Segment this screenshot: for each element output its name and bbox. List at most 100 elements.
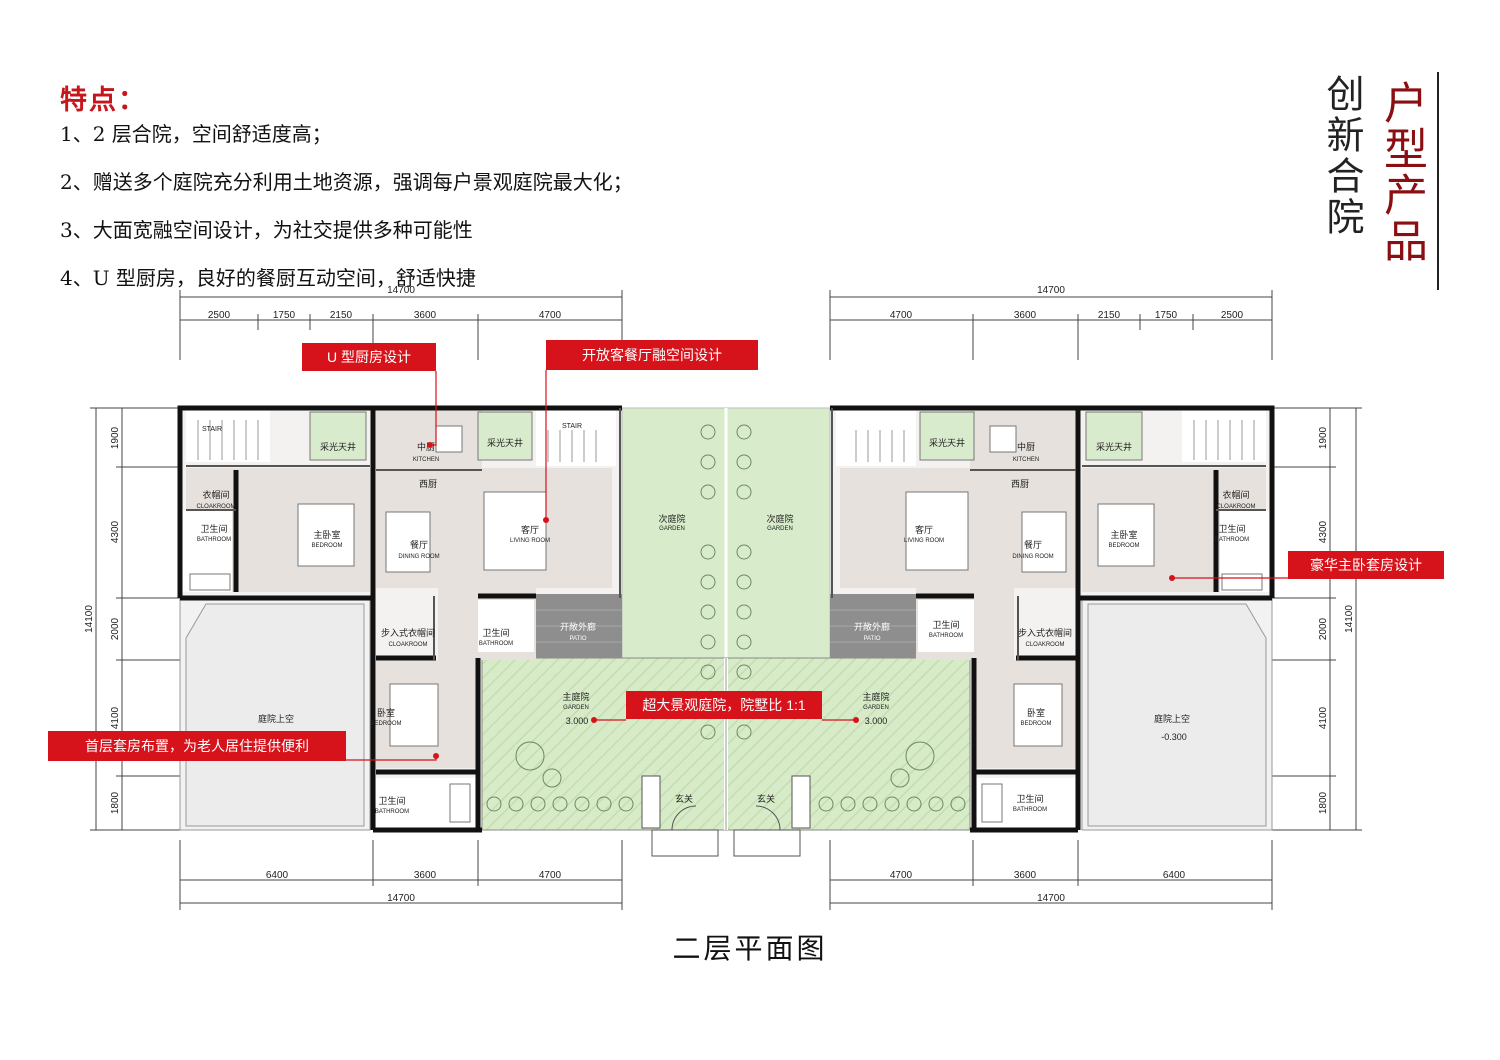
callout-living: 开放客餐厅融空间设计 xyxy=(543,340,758,523)
dim-top-right-1: 4700 xyxy=(890,310,913,321)
label-skylight-3: 采光天井 xyxy=(929,437,965,448)
label-living-left: 客厅 xyxy=(521,524,539,535)
label-secondary-garden-right: 次庭院 xyxy=(766,513,793,524)
entrances xyxy=(641,775,811,857)
dim-bottom-left-3: 4700 xyxy=(539,870,562,881)
dim-top-left-5: 4700 xyxy=(539,310,562,321)
furniture xyxy=(189,425,1263,823)
dim-top-left-3: 2150 xyxy=(330,310,353,321)
label-main-garden-left: 主庭院 xyxy=(562,691,589,702)
void-right xyxy=(1081,597,1273,831)
dim-bottom-right-3: 6400 xyxy=(1163,870,1186,881)
callout-elderly-text: 首层套房布置，为老人居住提供便利 xyxy=(85,738,309,754)
dim-top-total-right: 14700 xyxy=(1037,285,1065,296)
label-living-right: 客厅 xyxy=(915,524,933,535)
label-cloakroom-left: 衣帽间 xyxy=(202,489,229,500)
label-bathroom-en-1: BATHROOM xyxy=(197,537,231,543)
features-heading: 特点： xyxy=(60,85,147,116)
label-bedroom-right: 卧室 xyxy=(1027,707,1045,718)
dim-side-left-total: 14100 xyxy=(84,605,95,633)
dim-side-right-3: 2000 xyxy=(1318,617,1329,640)
callouts: U 型厨房设计 开放客餐厅融空间设计 豪华主卧套房设计 超大景观庭院，院墅比 1… xyxy=(48,340,1444,761)
dim-side-left-5: 1800 xyxy=(110,791,121,814)
label-kitchen-en-left: KITCHEN xyxy=(413,457,439,463)
label-master-right: 主卧室 xyxy=(1110,529,1137,540)
feature-item-3: 3、大面宽融空间设计，为社交提供多种可能性 xyxy=(60,218,473,242)
label-bathroom-6: 卫生间 xyxy=(1016,793,1043,804)
label-stair-2: STAIR xyxy=(562,423,582,430)
label-void-left: 庭院上空 xyxy=(258,713,294,724)
plan-caption: 二层平面图 xyxy=(672,932,828,965)
callout-elderly: 首层套房布置，为老人居住提供便利 xyxy=(48,731,439,761)
dim-top-left-2: 1750 xyxy=(273,310,296,321)
feature-item-1: 1、2 层合院，空间舒适度高； xyxy=(60,122,332,146)
dim-top-right-5: 2500 xyxy=(1221,310,1244,321)
dim-bottom-left-1: 6400 xyxy=(266,870,289,881)
label-skylight-1: 采光天井 xyxy=(320,441,356,452)
label-bedroom-en-right: BEDROOM xyxy=(1020,721,1051,727)
dim-side-left-4: 4100 xyxy=(110,706,121,729)
label-bedroom-en-left: BEDROOM xyxy=(370,721,401,727)
label-bathroom-en-3: BATHROOM xyxy=(479,641,513,647)
label-secondary-garden-en-left: GARDEN xyxy=(659,526,685,532)
callout-garden-text: 超大景观庭院，院墅比 1:1 xyxy=(642,697,806,713)
feature-item-2: 2、赠送多个庭院充分利用土地资源，强调每户景观庭院最大化； xyxy=(60,170,633,194)
subtitle-vertical: 创新合院 xyxy=(1320,74,1364,238)
label-walkin-en-left: CLOAKROOM xyxy=(388,642,427,648)
label-walkin-right: 步入式衣帽间 xyxy=(1018,627,1072,638)
label-bathroom-en-4: BATHROOM xyxy=(929,633,963,639)
label-bathroom-en-2: BATHROOM xyxy=(1215,537,1249,543)
label-bathroom-en-5: BATHROOM xyxy=(375,809,409,815)
label-cloakroom-right: 衣帽间 xyxy=(1222,489,1249,500)
label-western-kitchen-right: 西厨 xyxy=(1011,479,1029,489)
dim-side-right-2: 4300 xyxy=(1318,520,1329,543)
dim-top-right-4: 1750 xyxy=(1155,310,1178,321)
label-walkin-left: 步入式衣帽间 xyxy=(381,627,435,638)
label-bathroom-2: 卫生间 xyxy=(1218,523,1245,534)
label-bathroom-5: 卫生间 xyxy=(378,795,405,806)
label-living-en-right: LIVING ROOM xyxy=(904,538,944,544)
label-bathroom-3: 卫生间 xyxy=(482,627,509,638)
dimension-sides xyxy=(90,407,1362,831)
label-cloakroom-en-left: CLOAKROOM xyxy=(196,504,235,510)
label-bathroom-4: 卫生间 xyxy=(932,619,959,630)
dim-bottom-total-left: 14700 xyxy=(387,893,415,904)
label-bathroom-en-6: BATHROOM xyxy=(1013,807,1047,813)
dimension-bottom xyxy=(179,840,1273,910)
label-void-right: 庭院上空 xyxy=(1154,713,1190,724)
label-walkin-en-right: CLOAKROOM xyxy=(1025,642,1064,648)
callout-master: 豪华主卧套房设计 xyxy=(1169,551,1444,581)
title-vertical: 户型产品 xyxy=(1376,80,1427,264)
label-elev-garden-right: 3.000 xyxy=(865,716,888,726)
dim-top-total-left: 14700 xyxy=(387,285,415,296)
dim-side-right-total: 14100 xyxy=(1344,605,1355,633)
label-dining-left: 餐厅 xyxy=(410,539,428,550)
callout-kitchen-text: U 型厨房设计 xyxy=(327,349,411,365)
dim-side-left-2: 4300 xyxy=(110,520,121,543)
label-western-kitchen-left: 西厨 xyxy=(419,479,437,489)
label-master-en-left: BEDROOM xyxy=(311,543,342,549)
label-elev-void: -0.300 xyxy=(1161,732,1187,742)
dim-side-left-1: 1900 xyxy=(110,426,121,449)
title-rule xyxy=(1437,72,1439,290)
label-patio-en-right: PATIO xyxy=(863,636,880,642)
label-secondary-garden-left: 次庭院 xyxy=(658,513,685,524)
dim-bottom-right-2: 3600 xyxy=(1014,870,1037,881)
callout-living-text: 开放客餐厅融空间设计 xyxy=(582,347,722,363)
label-bedroom-left: 卧室 xyxy=(377,707,395,718)
label-skylight-4: 采光天井 xyxy=(1096,441,1132,452)
label-master-en-right: BEDROOM xyxy=(1108,543,1139,549)
label-skylight-2: 采光天井 xyxy=(487,437,523,448)
void-left xyxy=(179,597,371,831)
dim-top-left-1: 2500 xyxy=(208,310,231,321)
room-labels: STAIR STAIR 采光天井 采光天井 采光天井 采光天井 中厨 KITCH… xyxy=(196,423,1255,815)
label-living-en-left: LIVING ROOM xyxy=(510,538,550,544)
dim-top-right-3: 2150 xyxy=(1098,310,1121,321)
label-dining-right: 餐厅 xyxy=(1024,539,1042,550)
label-bathroom-1: 卫生间 xyxy=(200,523,227,534)
dim-side-right-4: 4100 xyxy=(1318,706,1329,729)
dim-bottom-left-2: 3600 xyxy=(414,870,437,881)
dim-top-right-2: 3600 xyxy=(1014,310,1037,321)
label-entrance-right: 玄关 xyxy=(757,793,775,804)
callout-garden: 超大景观庭院，院墅比 1:1 xyxy=(591,691,859,723)
